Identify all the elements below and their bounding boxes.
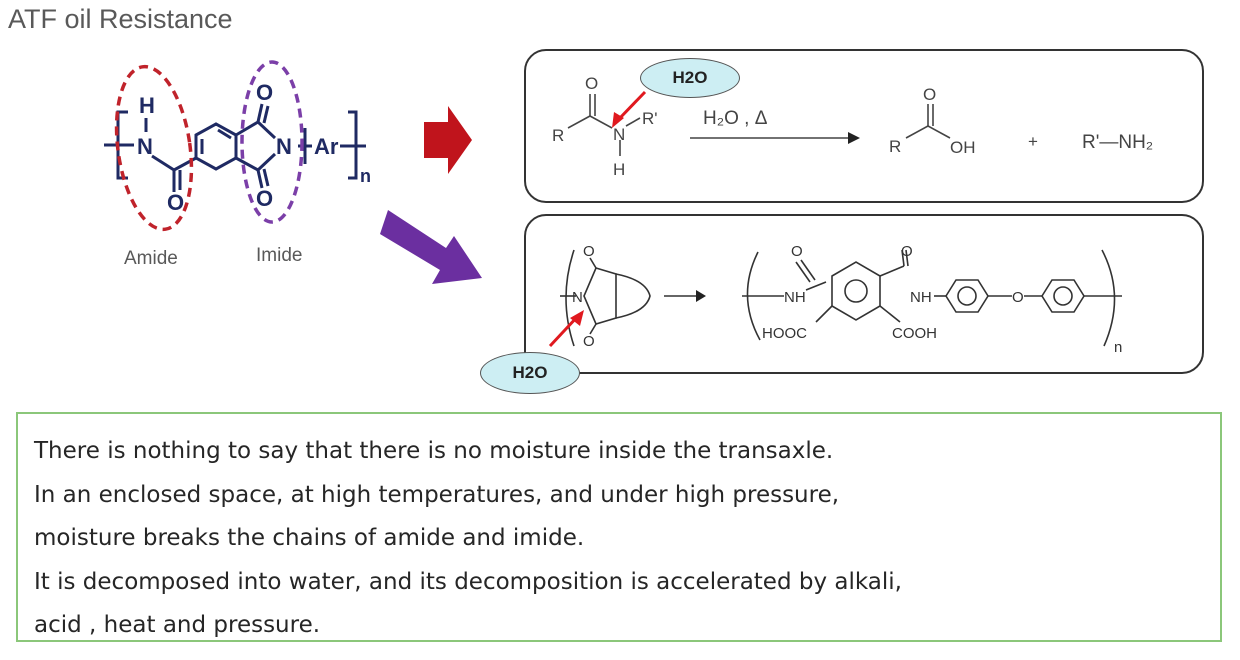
water-bubble-bottom: H2O [480, 352, 580, 394]
atom-ar: Ar [314, 134, 339, 159]
atom-o-bottom: O [256, 186, 273, 211]
explanation-box: There is nothing to say that there is no… [16, 412, 1222, 642]
explanation-line-5: acid , heat and pressure. [34, 612, 321, 638]
atom-n-amide: N [137, 134, 153, 159]
product-o-left: O [791, 243, 803, 260]
imide-hydrolysis-panel [524, 214, 1204, 374]
imide-o-top: O [583, 243, 595, 260]
product-o-right: O [901, 243, 913, 260]
explanation-line-1: There is nothing to say that there is no… [34, 438, 834, 464]
condition-label: H₂O , Δ [703, 108, 768, 129]
product-cooh: COOH [892, 325, 937, 342]
subscript-n: n [360, 166, 371, 186]
reactant-rp: R' [642, 109, 658, 128]
imide-o-bottom: O [583, 333, 595, 350]
subscript-n-bottom: n [1114, 339, 1122, 356]
product1-o: O [923, 85, 936, 104]
plus-sign: + [1028, 132, 1038, 151]
product2-amine: R'—NH₂ [1082, 132, 1153, 153]
product1-oh: OH [950, 138, 976, 157]
page-title: ATF oil Resistance [8, 4, 233, 34]
imide-highlight [240, 60, 304, 224]
product1-r: R [889, 137, 901, 156]
structure-diagram: H N O O N O Ar n [104, 60, 482, 284]
water-bubble-top: H2O [640, 58, 740, 98]
atom-n-imide: N [276, 134, 292, 159]
atom-h: H [139, 93, 155, 118]
arrow-to-amide-reaction [424, 106, 472, 174]
structure-atoms: H N O O N O Ar n [137, 80, 371, 215]
explanation-line-4: It is decomposed into water, and its dec… [34, 568, 902, 595]
reactant-r: R [552, 126, 564, 145]
imide-label: Imide [256, 245, 303, 266]
reactant-h: H [613, 160, 625, 179]
amide-hydrolysis-panel [524, 49, 1204, 203]
product-nh-right: NH [910, 289, 932, 306]
product-nh-left: NH [784, 289, 806, 306]
ether-o: O [1012, 289, 1024, 306]
imide-n: N [572, 289, 583, 306]
atom-o-amide: O [167, 190, 184, 215]
arrow-to-imide-reaction [380, 210, 482, 284]
explanation-line-3: moisture breaks the chains of amide and … [34, 525, 585, 551]
amide-hydrolysis-reaction: O R N R' H H₂O , Δ O R OH + R'—NH₂ [552, 74, 1153, 179]
imide-hydrolysis-reaction: O N O O NH HOOC O NH COOH O n [548, 243, 1122, 356]
amide-label: Amide [124, 248, 178, 269]
polymer-structure [104, 103, 366, 192]
atom-o-top: O [256, 80, 273, 105]
reactant-o: O [585, 74, 598, 93]
reactant-n: N [613, 125, 625, 144]
product-hooc: HOOC [762, 325, 807, 342]
explanation-line-2: In an enclosed space, at high temperatur… [34, 481, 840, 508]
